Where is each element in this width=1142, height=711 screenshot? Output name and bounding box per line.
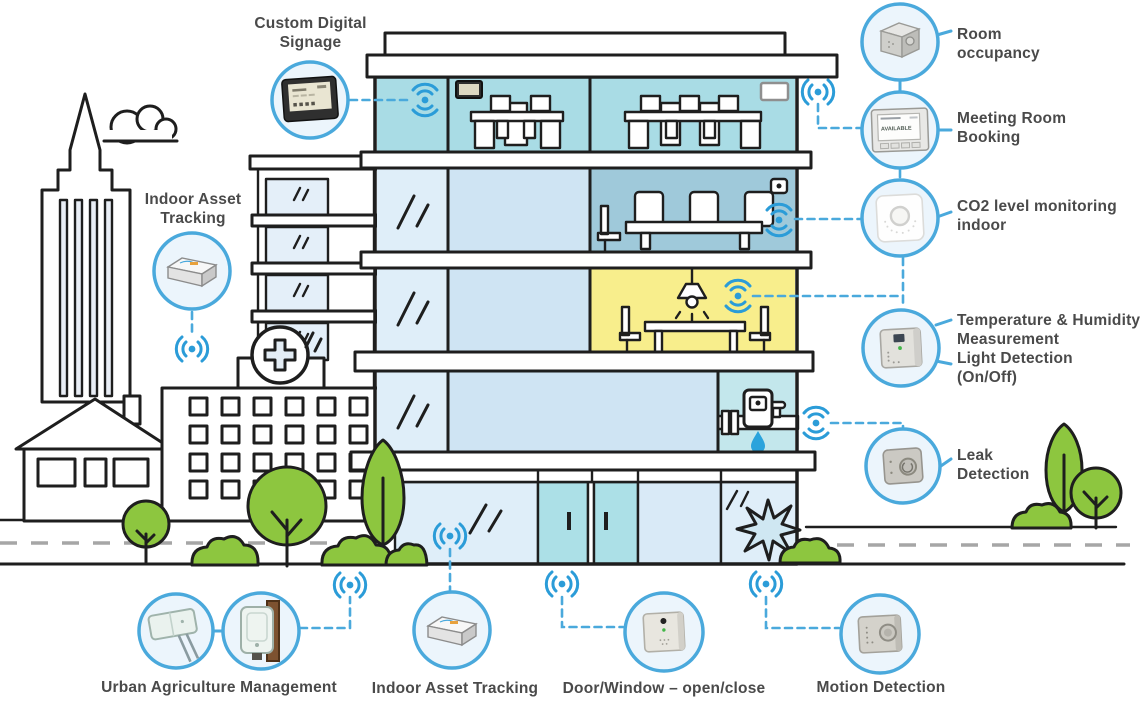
ground-floor: [393, 468, 802, 566]
radio-transmit-icon: [544, 570, 580, 598]
digital-signage-device: [281, 75, 339, 123]
label-indoor-asset-tracking: Indoor Asset Tracking: [144, 191, 242, 227]
label-room-occupancy: Room occupancy: [957, 26, 1040, 62]
bush-right: [1010, 502, 1073, 530]
floor-3-lounge: [377, 266, 795, 354]
glass-break-starburst-icon: [735, 498, 802, 562]
callout-custom-digital-signage: [270, 60, 350, 140]
label-urban-agriculture: Urban Agriculture Management: [101, 679, 337, 696]
main-building: [349, 31, 839, 566]
callout-urban-agriculture-station: [221, 591, 301, 671]
callout-leak-detection: [864, 427, 942, 505]
label-custom-digital-signage: Custom Digital Signage: [254, 15, 367, 51]
agriculture-station-device: [240, 600, 280, 662]
roof: [365, 31, 839, 79]
radio-transmit-icon: [800, 78, 836, 106]
floor-4-meeting-room: [377, 166, 795, 254]
asset-tracker-device: [166, 257, 218, 288]
tree-small-left: [121, 499, 171, 564]
radio-transmit-icon: [174, 335, 210, 363]
wall-signage-panel: [455, 80, 483, 99]
bush-right-of-building: [778, 537, 842, 565]
soil-sensor-device: [147, 608, 200, 663]
house: [14, 394, 174, 523]
hospital-cross-icon: [263, 338, 297, 372]
callout-indoor-asset-tracking: [152, 231, 232, 311]
label-temperature-humidity: Temperature & Humidity Measurement: [957, 312, 1141, 348]
floor-2-utility: [377, 369, 800, 454]
callout-door-window: [623, 591, 705, 673]
door-window-sensor-device: [642, 611, 686, 653]
asset-tracker-device: [426, 616, 478, 647]
callout-temperature-humidity: [861, 308, 941, 388]
callout-urban-agriculture-soil: [137, 592, 215, 670]
skyscraper: [40, 92, 132, 404]
radio-transmit-icon: [748, 570, 784, 598]
bush-corner: [320, 534, 429, 567]
label-leak-detection: Leak Detection: [957, 447, 1030, 483]
callout-indoor-asset-tracking-bottom: [412, 590, 492, 670]
bush-left: [190, 535, 260, 567]
label-light-detection: Light Detection (On/Off): [957, 350, 1073, 386]
radio-transmit-icon: [332, 571, 368, 599]
wall-booking-panel: [759, 81, 790, 102]
water-drop-icon: [751, 431, 765, 453]
workstation-cluster: [623, 94, 763, 150]
water-meter: [716, 388, 800, 453]
pendant-lamp-icon: [674, 266, 710, 323]
label-co2-monitoring: CO2 level monitoring indoor: [957, 198, 1117, 234]
wifi-signal-icon: [802, 405, 830, 441]
label-indoor-asset-tracking-bottom: Indoor Asset Tracking: [371, 680, 539, 697]
booking-display-device: AVAILABLE: [870, 107, 930, 153]
label-meeting-room-booking: Meeting Room Booking: [957, 110, 1067, 146]
motion-sensor-device: [857, 614, 903, 654]
callout-meeting-room-booking: AVAILABLE: [860, 90, 940, 170]
label-motion-detection: Motion Detection: [816, 679, 946, 696]
tree-big-left: [246, 465, 328, 568]
temperature-sensor-device: [879, 327, 923, 369]
connectors: [174, 29, 953, 633]
label-door-window: Door/Window – open/close: [562, 680, 766, 697]
callout-motion-detection: [839, 593, 921, 675]
callout-room-occupancy: [860, 2, 940, 82]
callout-co2-monitoring: [860, 178, 940, 258]
tree-round-right: [1069, 466, 1123, 530]
floor-5-offices: [377, 75, 795, 156]
leak-sensor-device: [882, 447, 924, 485]
room-occupancy-sensor: [878, 22, 921, 59]
cloud: [102, 104, 179, 145]
co2-sensor-device: [875, 193, 925, 243]
booking-screen-text: AVAILABLE: [881, 126, 912, 133]
workstation-cluster: [469, 94, 565, 150]
wall-sensor: [769, 177, 789, 195]
